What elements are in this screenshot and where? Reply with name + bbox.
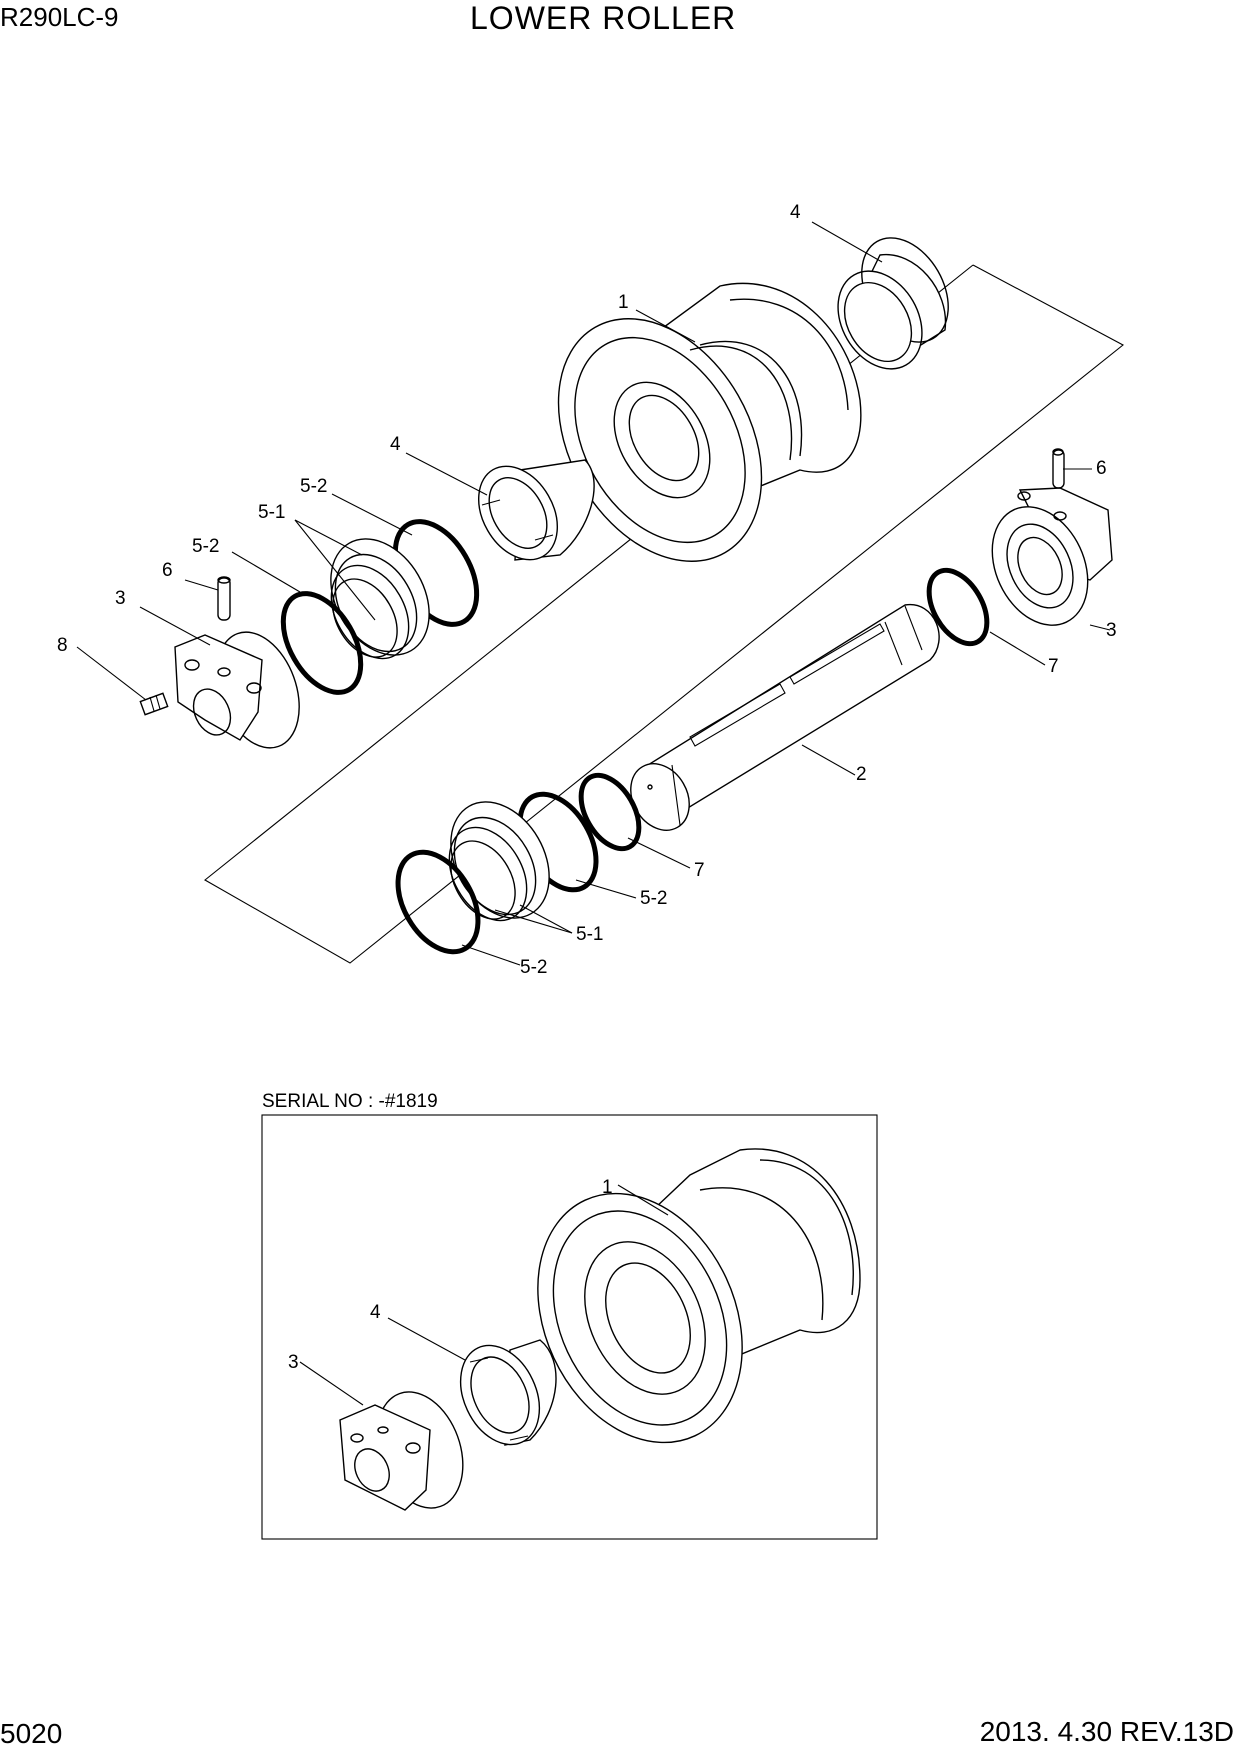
- floating-seal-upper: [330, 538, 430, 660]
- inset-callout-4: 4: [370, 1302, 381, 1323]
- leader-lines: [76, 221, 1111, 966]
- callout-7-right: 7: [1048, 656, 1059, 677]
- page-title: LOWER ROLLER: [470, 0, 737, 36]
- inset-diagram: SERIAL NO : -#1819: [261, 1091, 878, 1540]
- collar-right: [991, 487, 1113, 626]
- o-ring-7-right: [926, 567, 990, 647]
- inset-callout-3: 3: [288, 1352, 299, 1373]
- inset-bushing: [459, 1339, 557, 1446]
- o-ring-upper-b: [280, 591, 364, 695]
- main-diagram: 4 1 4 5-2 5-1 5-2 6 3 8 6 3 7 2 7 5-2 5-…: [57, 202, 1124, 978]
- page-number: 5020: [0, 1718, 63, 1749]
- floating-seal-lower: [448, 801, 550, 922]
- callout-4-center: 4: [390, 434, 401, 455]
- callout-5-1-upper: 5-1: [258, 502, 285, 523]
- inset-callout-1: 1: [602, 1177, 613, 1198]
- callout-4-upper: 4: [790, 202, 801, 223]
- inset-roller-body: [537, 1148, 861, 1444]
- assembly-plane-outline: [204, 264, 1124, 964]
- callout-2: 2: [856, 764, 867, 785]
- callout-3-right: 3: [1106, 620, 1117, 641]
- plug: [139, 692, 169, 716]
- collar-left: [174, 631, 300, 749]
- callout-6-left: 6: [162, 560, 173, 581]
- callout-6-right: 6: [1096, 458, 1107, 479]
- bushing-center: [478, 459, 595, 561]
- bushing-upper: [837, 237, 949, 370]
- main-callouts: 4 1 4 5-2 5-1 5-2 6 3 8 6 3 7 2 7 5-2 5-…: [57, 202, 1117, 978]
- revision-info: 2013. 4.30 REV.13D: [979, 1716, 1234, 1747]
- callout-5-2-upper: 5-2: [300, 476, 327, 497]
- callout-7-lower: 7: [694, 860, 705, 881]
- inset-collar: [339, 1391, 464, 1511]
- pin-left: [217, 576, 231, 621]
- roller-body: [557, 282, 862, 562]
- inset-frame: [261, 1114, 878, 1540]
- shaft: [630, 604, 940, 831]
- callout-5-2-lower: 5-2: [640, 888, 667, 909]
- callout-3-left: 3: [115, 588, 126, 609]
- callout-1: 1: [618, 292, 629, 313]
- o-ring-lower-b: [395, 849, 481, 955]
- inset-label: SERIAL NO : -#1819: [262, 1091, 438, 1112]
- callout-8: 8: [57, 635, 68, 656]
- callout-5-1-lower: 5-1: [576, 924, 603, 945]
- callout-5-2-upper-b: 5-2: [192, 536, 219, 557]
- model-number: R290LC-9: [0, 2, 119, 32]
- pin-right: [1052, 448, 1065, 489]
- o-ring-7-lower: [578, 772, 642, 852]
- callout-5-2-lower-b: 5-2: [520, 957, 547, 978]
